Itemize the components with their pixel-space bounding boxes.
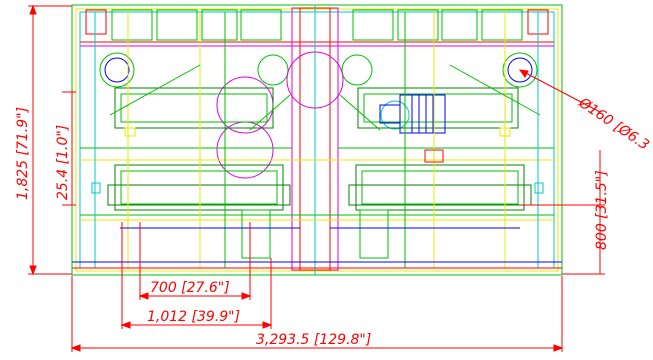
- side-box-right: [534, 182, 544, 194]
- port-circle-right: [502, 52, 538, 88]
- motor-body: [399, 94, 446, 134]
- motor-flange: [379, 104, 401, 124]
- dim-arrow: [70, 344, 81, 352]
- machine-assembly: [71, 4, 563, 276]
- left-tank-lower-inner: [120, 170, 278, 205]
- dim-mid-width-label: 1,012 [39.9"]: [147, 309, 240, 325]
- dim-arrow: [241, 292, 252, 300]
- dim-diameter-leader: [519, 69, 601, 113]
- top-box-7: [397, 9, 439, 41]
- top-box-8: [441, 9, 478, 41]
- top-box-9: [481, 9, 523, 41]
- dimension-annotations: [28, 4, 605, 352]
- big-circle-center: [286, 51, 344, 109]
- top-box-3: [156, 9, 198, 41]
- side-box-left: [91, 182, 101, 194]
- dim-diameter-label: Ø160 [Ø6.3: [575, 94, 652, 153]
- valve-red: [424, 149, 444, 163]
- small-box-right: [499, 127, 511, 137]
- left-tank-upper: [114, 87, 274, 129]
- right-tank-upper-inner: [363, 93, 513, 123]
- dim-overall-height-label: 1,825 [71.9"]: [15, 107, 31, 200]
- drum-right: [380, 100, 410, 130]
- left-tank-upper-inner: [120, 93, 268, 123]
- top-box-1: [85, 9, 107, 35]
- port-circle-2: [257, 54, 289, 86]
- leg-right: [359, 209, 389, 259]
- leg-left: [241, 209, 271, 259]
- diagonal-green-3: [249, 94, 291, 131]
- dim-arrow: [29, 265, 37, 276]
- left-tank-lower: [114, 164, 284, 211]
- top-box-2: [111, 9, 153, 41]
- dim-offset-label: 25.4 [1.0"]: [55, 125, 71, 200]
- port-circle-right-inner: [507, 57, 533, 83]
- dim-arrow: [553, 344, 564, 352]
- dim-arrow: [120, 321, 131, 329]
- dim-inner-width-label: 700 [27.6"]: [150, 280, 230, 296]
- dim-overall-width-label: 3,293.5 [129.8"]: [256, 332, 371, 348]
- dim-arrow: [518, 69, 529, 78]
- outer-frame-cyan: [79, 11, 555, 269]
- dim-arrow: [138, 292, 149, 300]
- diagonal-green-2: [449, 64, 541, 116]
- outer-frame-inner: [75, 8, 559, 272]
- right-tank-lower: [355, 164, 525, 211]
- right-tank-lower-inner: [361, 170, 519, 205]
- port-circle-left-inner: [104, 57, 130, 83]
- diagonal-green-4: [339, 94, 381, 131]
- dim-arrow: [29, 4, 37, 15]
- dimension-labels: 1,825 [71.9"] 25.4 [1.0"] 800 [31.5"] Ø1…: [15, 94, 652, 348]
- diagonal-green-1: [109, 64, 201, 116]
- port-circle-left: [99, 52, 135, 88]
- top-box-4: [201, 9, 238, 41]
- port-circle-3: [341, 54, 373, 86]
- left-tank-lower-base: [107, 184, 291, 206]
- dim-right-height-label: 800 [31.5"]: [594, 170, 610, 250]
- right-tank-upper: [357, 87, 519, 129]
- top-box-5: [240, 9, 282, 41]
- dim-arrow: [262, 321, 273, 329]
- right-tank-lower-base: [348, 184, 532, 206]
- top-box-6: [352, 9, 394, 41]
- small-box-left: [124, 127, 136, 137]
